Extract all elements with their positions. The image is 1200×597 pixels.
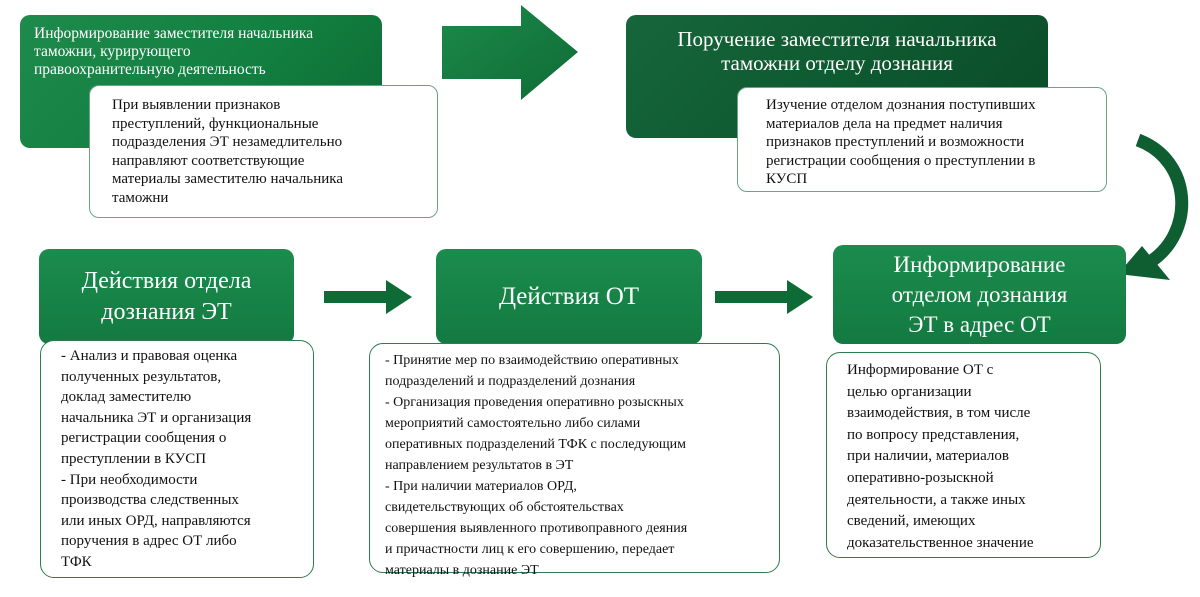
bottom-middle-header-text: Действия ОТ	[498, 282, 640, 310]
curved-arrow-head	[1118, 246, 1170, 280]
bottom-right-detail-box: Информирование ОТ с целью организации вз…	[826, 352, 1101, 558]
top-right-detail-box: Изучение отделом дознания поступивших ма…	[737, 87, 1107, 192]
arrow-middle-right-head	[787, 280, 813, 314]
top-left-header-text: Информирование заместителя начальника та…	[34, 25, 314, 78]
arrow-middle-right-shaft	[715, 291, 789, 303]
bottom-left-detail-box: - Анализ и правовая оценка полученных ре…	[40, 340, 314, 578]
top-left-detail-box: При выявлении признаков преступлений, фу…	[89, 85, 438, 218]
bottom-right-detail-text: Информирование ОТ с целью организации вз…	[847, 362, 1034, 551]
bottom-right-header-text: Информирование отделом дознания ЭТ в адр…	[891, 251, 1068, 337]
top-right-detail-text: Изучение отделом дознания поступивших ма…	[766, 97, 1036, 187]
arrow-left-middle-head	[386, 280, 412, 314]
bottom-middle-header-box: Действия ОТ	[436, 249, 702, 344]
bottom-middle-detail-box: - Принятие мер по взаимодействию операти…	[369, 343, 780, 578]
arrow-left-middle-shaft	[324, 291, 388, 303]
top-flow-arrow	[442, 5, 578, 100]
curved-down-arrow	[1135, 133, 1189, 268]
bottom-left-detail-text: - Анализ и правовая оценка полученных ре…	[61, 348, 252, 570]
top-left-detail-text: При выявлении признаков преступлений, фу…	[112, 97, 344, 206]
bottom-right-header-box: Информирование отделом дознания ЭТ в адр…	[833, 245, 1126, 344]
bottom-middle-detail-text: - Принятие мер по взаимодействию операти…	[385, 353, 688, 578]
top-right-header-text: Поручение заместителя начальника таможни…	[677, 27, 997, 75]
bottom-left-header-box: Действия отдела дознания ЭТ	[39, 249, 294, 344]
bottom-left-header-text: Действия отдела дознания ЭТ	[81, 267, 252, 325]
